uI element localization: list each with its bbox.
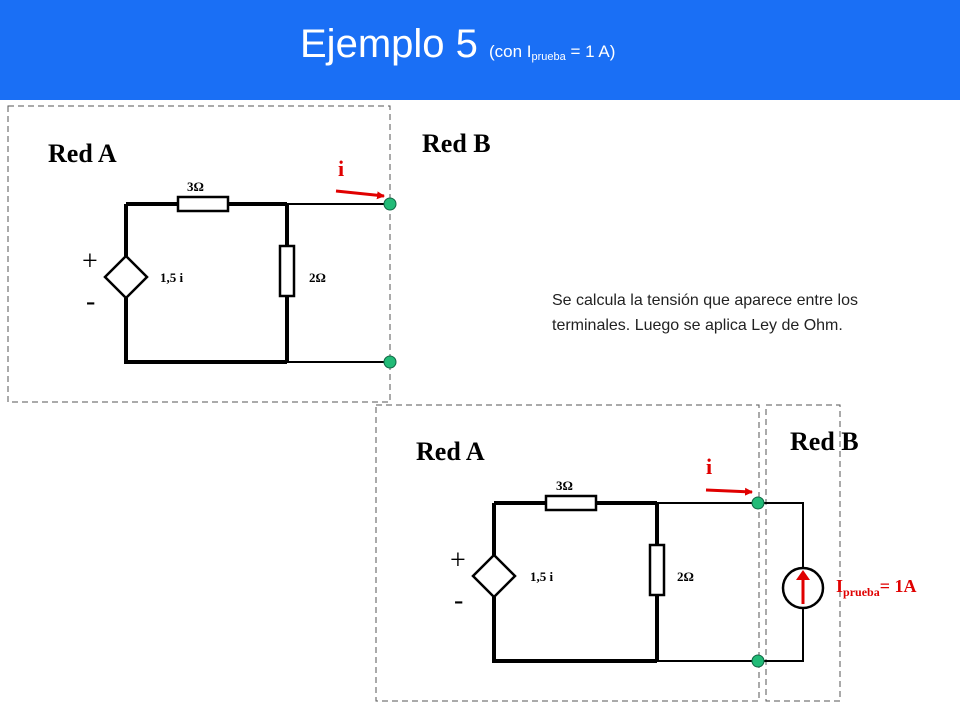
bottom-source-minus: -: [454, 585, 463, 616]
bottom-network-a-boundary: [375, 404, 760, 702]
bottom-wire-test-source: [758, 502, 804, 662]
top-network-a-boundary: [7, 105, 391, 403]
title-main: Ejemplo 5: [300, 22, 478, 66]
explanation-text: Se calcula la tensión que aparece entre …: [552, 292, 858, 334]
bottom-source-plus: +: [450, 545, 466, 576]
bottom-wire-terminals: [657, 502, 758, 662]
top-terminal-lower: [383, 355, 397, 369]
top-resistor-3-ohm: [176, 195, 230, 213]
bottom-terminal-lower: [751, 654, 765, 668]
top-resistor-2-ohm-label: 2Ω: [309, 270, 326, 285]
bottom-wire-left: [492, 503, 657, 663]
top-wire-left: [124, 204, 287, 364]
title-condition: (con Iprueba = 1 A): [489, 42, 616, 63]
bottom-network-a-label: Red A: [416, 437, 485, 466]
top-resistor-3-ohm-label: 3Ω: [187, 179, 204, 194]
bottom-current-label: i: [706, 454, 712, 479]
title-bar: Ejemplo 5 (con Iprueba = 1 A): [0, 0, 960, 100]
bottom-source-value-label: 1,5 i: [530, 569, 554, 584]
top-current-arrow: [335, 189, 385, 200]
top-current-label: i: [338, 156, 344, 181]
top-resistor-2-ohm: [278, 244, 296, 298]
top-network-b-label: Red B: [422, 129, 491, 158]
top-wire-terminals: [287, 203, 390, 363]
bottom-circuit: Red A Red B i 3Ω 2Ω 1,5 i + - Iprueba= 1…: [375, 404, 916, 702]
top-network-a-label: Red A: [48, 139, 117, 168]
top-terminal-upper: [383, 197, 397, 211]
top-dependent-voltage-source: [103, 254, 149, 300]
bottom-current-arrow: [705, 487, 753, 496]
bottom-resistor-2-ohm: [648, 543, 666, 597]
bottom-terminal-upper: [751, 496, 765, 510]
bottom-dependent-voltage-source: [471, 553, 517, 599]
top-source-minus: -: [86, 286, 95, 317]
top-source-plus: +: [82, 246, 98, 277]
bottom-resistor-2-ohm-label: 2Ω: [677, 569, 694, 584]
top-source-value-label: 1,5 i: [160, 270, 184, 285]
page-title: Ejemplo 5 (con Iprueba = 1 A): [300, 22, 615, 67]
bottom-network-b-label: Red B: [790, 427, 859, 456]
top-circuit: Red A Red B i 3Ω 2Ω 1,5 i + -: [7, 105, 491, 403]
bottom-resistor-3-ohm: [544, 494, 598, 512]
test-source-label: Iprueba= 1A: [836, 576, 916, 599]
bottom-network-b-boundary: [765, 404, 841, 702]
bottom-resistor-3-ohm-label: 3Ω: [556, 478, 573, 493]
test-current-source-arrow-head: [796, 570, 810, 580]
